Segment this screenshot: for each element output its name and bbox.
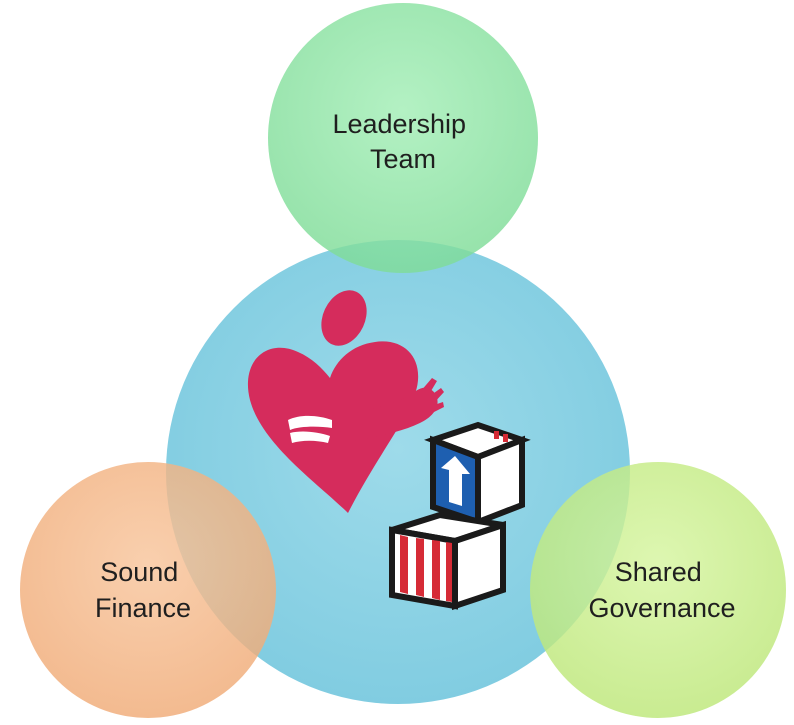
governance-label-line-2: Governance: [588, 593, 735, 623]
finance-label-line-2: Finance: [95, 593, 191, 623]
leadership-label: Leadership Team: [332, 109, 473, 174]
finance-circle: [20, 462, 276, 718]
governance-label-line-1: Shared: [615, 557, 702, 587]
heart-hug-icon: [247, 290, 444, 513]
blocks-icon: [389, 421, 531, 611]
leadership-label-line-1: Leadership: [332, 109, 466, 139]
leadership-label-line-2: Team: [370, 144, 436, 174]
governance-circle: [530, 462, 786, 718]
block-bottom: [389, 511, 506, 611]
block-top: [424, 421, 531, 527]
governance-label: Shared Governance: [588, 557, 735, 623]
leadership-circle: [268, 3, 538, 273]
finance-label: Sound Finance: [95, 557, 191, 623]
finance-label-line-1: Sound: [100, 557, 178, 587]
